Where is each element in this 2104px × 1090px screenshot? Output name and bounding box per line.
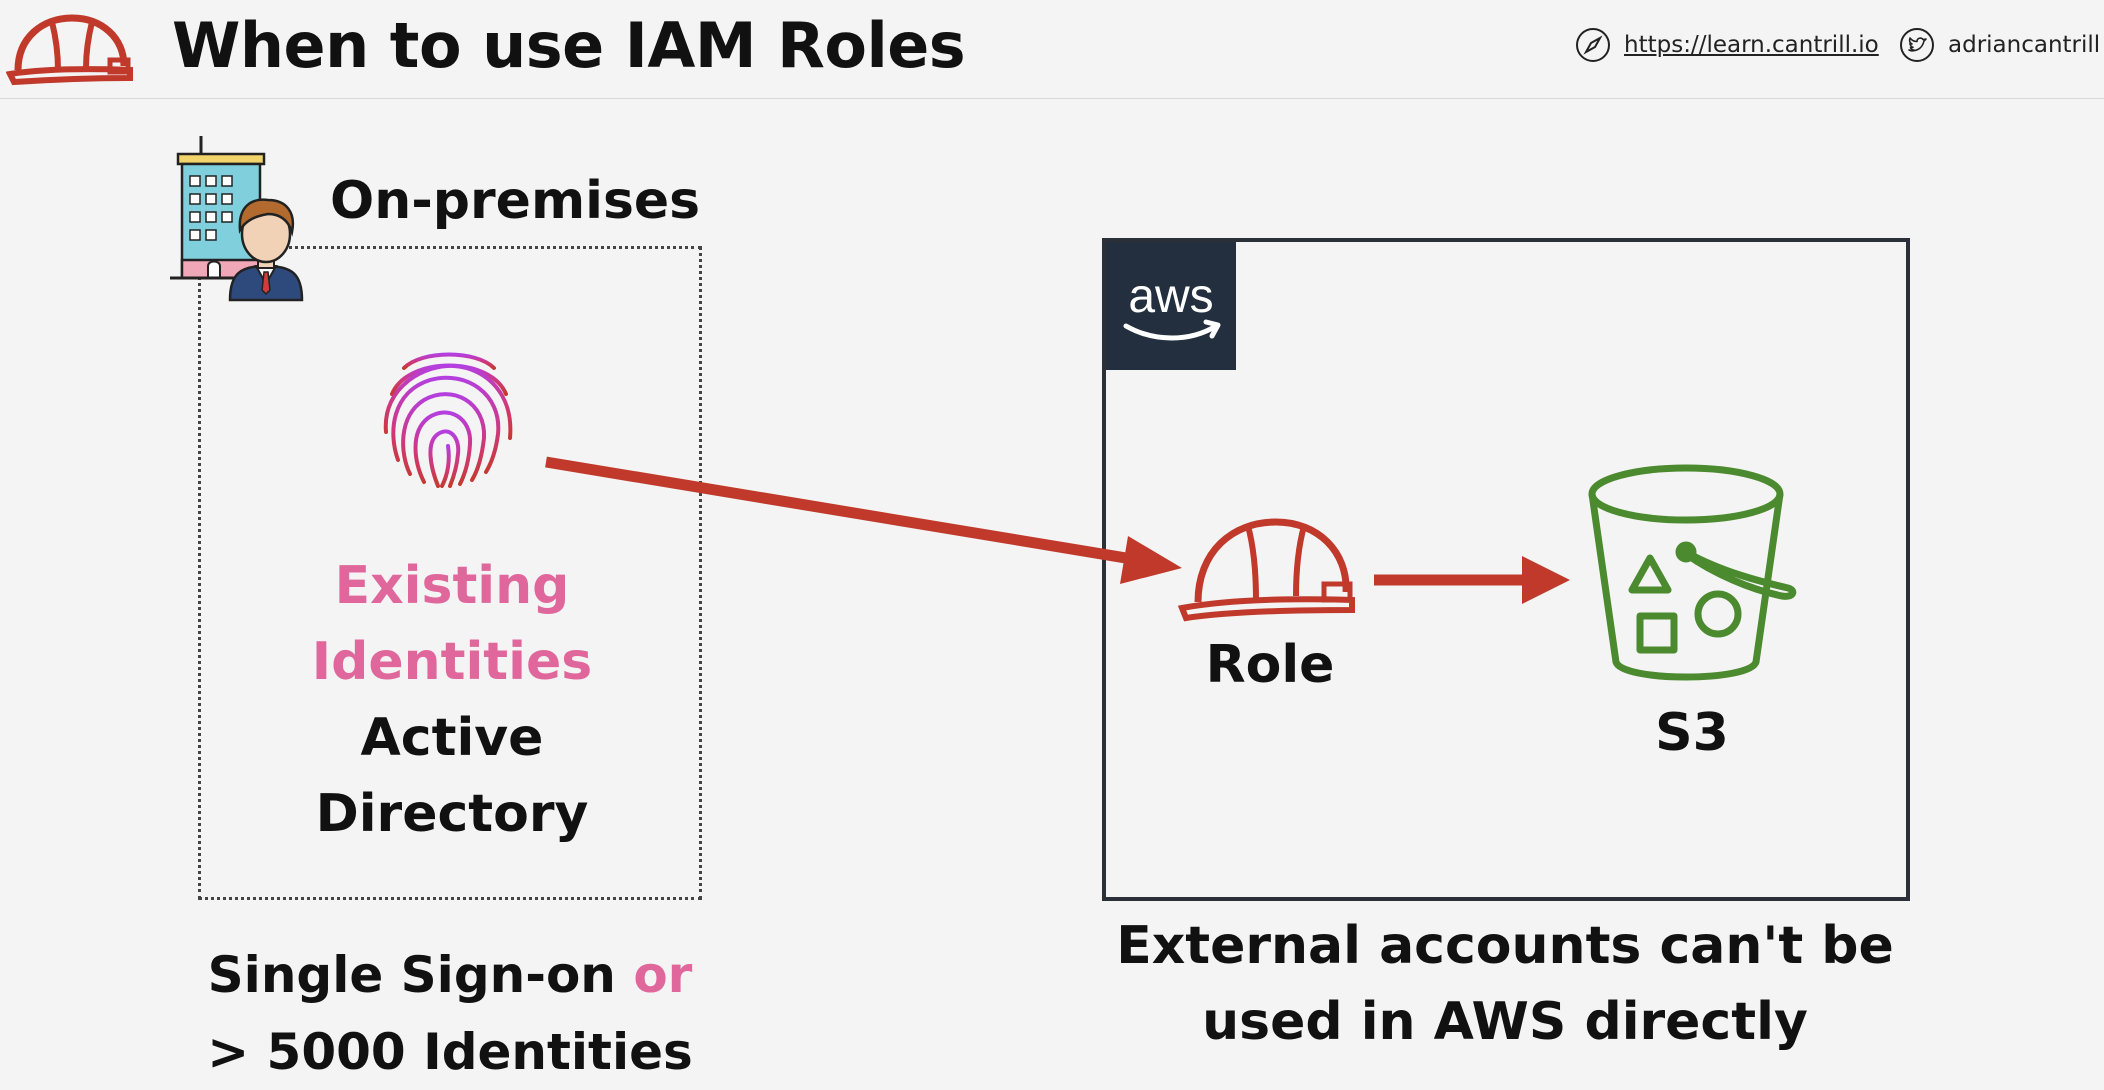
website-link[interactable]: https://learn.cantrill.io	[1574, 26, 1879, 64]
aws-logo-text: aws	[1128, 270, 1213, 323]
on-premises-boundary	[198, 246, 702, 900]
role-label: Role	[1205, 635, 1335, 695]
aws-account-boundary	[1102, 238, 1910, 901]
twitter-handle: adriancantrill	[1948, 32, 2101, 58]
header-bar: When to use IAM Roles https://learn.cant…	[0, 0, 2104, 99]
caption-accent-or: or	[633, 946, 693, 1004]
fingerprint-icon	[383, 352, 513, 488]
website-url: https://learn.cantrill.io	[1624, 32, 1879, 58]
caption-prefix: Single Sign-on	[207, 946, 634, 1004]
on-premises-caption-line-1: Single Sign-on or	[200, 937, 700, 1013]
compass-icon	[1576, 28, 1610, 62]
existing-identities-line-2: Identities	[311, 632, 593, 692]
s3-bucket-icon	[1588, 464, 1797, 681]
twitter-link[interactable]: adriancantrill	[1898, 26, 2100, 64]
aws-caption-line-1: External accounts can't be	[1116, 916, 1894, 976]
aws-caption-line-2: used in AWS directly	[1202, 992, 1808, 1052]
existing-identities-line-1: Existing	[334, 556, 570, 616]
hardhat-icon	[6, 14, 133, 86]
page-title: When to use IAM Roles	[172, 9, 966, 82]
active-directory-line-2: Directory	[315, 784, 589, 844]
on-premises-label: On-premises	[330, 171, 701, 231]
active-directory-line-1: Active	[360, 708, 544, 768]
building-person-icon	[170, 136, 304, 302]
hardhat-icon	[1177, 518, 1355, 622]
aws-logo: aws	[1106, 242, 1236, 370]
twitter-bird-icon	[1900, 28, 1934, 62]
on-premises-caption-line-2: > 5000 Identities	[207, 1023, 693, 1081]
s3-label: S3	[1655, 703, 1729, 763]
